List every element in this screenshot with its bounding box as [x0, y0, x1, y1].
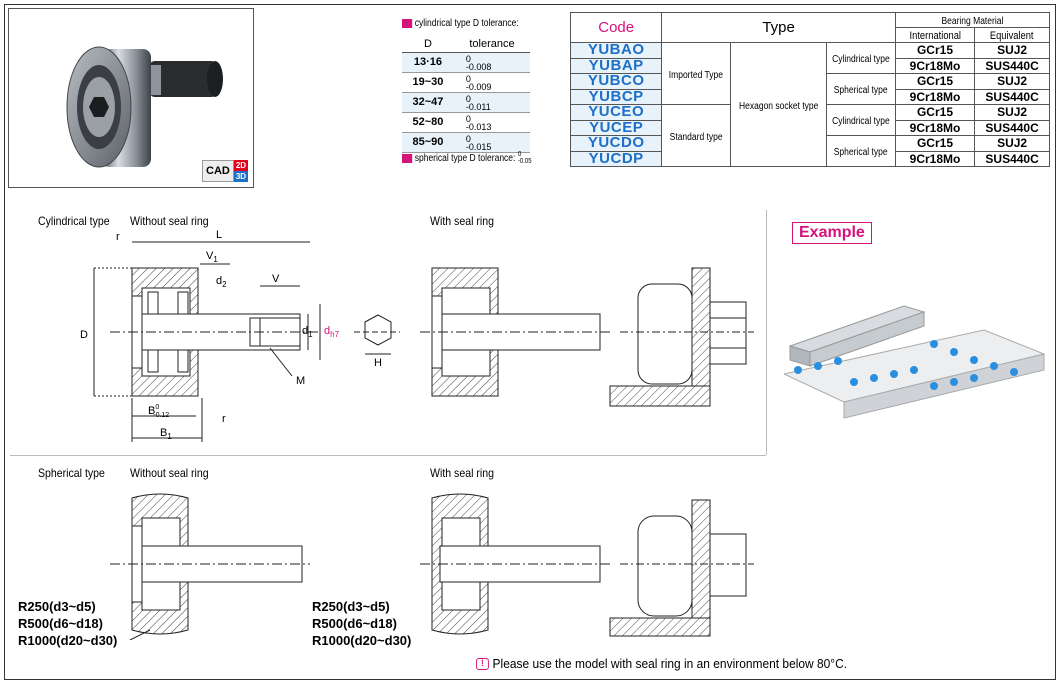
tol-d-cell: 52~80 [402, 112, 454, 133]
sph-with-seal-label: With seal ring [430, 466, 494, 480]
cyl-tolerance-title: cylindrical type D tolerance: [402, 18, 519, 29]
cam-follower-photo [66, 46, 223, 168]
cyl-with-seal-label: With seal ring [430, 214, 494, 228]
code-table: Code Type Bearing Material International… [569, 12, 1051, 167]
equiv-cell: SUS440C [974, 88, 1050, 105]
dim-dh7: dh7 [324, 325, 340, 339]
intl-cell: 9Cr18Mo [894, 88, 976, 105]
footer-note: ! Please use the model with seal ring in… [476, 656, 847, 671]
intl-cell: GCr15 [894, 73, 976, 90]
equiv-cell: SUS440C [974, 119, 1050, 136]
code-header: Code [569, 12, 663, 43]
tol-value-cell: 0-0.015 [453, 132, 530, 153]
hex-socket-label: Hexagon socket type [738, 100, 819, 112]
radius-notes-right: R250(d3~d5) R500(d6~d18) R1000(d20~d30) [312, 599, 412, 648]
sph-type-section-label: Spherical type [38, 466, 105, 480]
cyl-type-label: Cylindrical type [832, 116, 890, 127]
cyl-without-seal-label: Without seal ring [130, 214, 209, 228]
cad-badge[interactable]: CAD 2D 3D [202, 160, 249, 182]
dim-V1: V1 [206, 250, 218, 264]
dim-r-top: r [116, 231, 120, 243]
tol-value-cell: 0-0.011 [453, 92, 530, 113]
code-cell: YUBCP [569, 88, 663, 105]
dim-r-bottom: r [222, 413, 226, 425]
equiv-cell: SUJ2 [974, 73, 1050, 90]
page-frame [4, 4, 1056, 680]
code-cell: YUBAP [569, 57, 663, 74]
example-badge: Example [792, 222, 872, 244]
bullet-icon [402, 153, 413, 163]
dim-V: V [272, 273, 280, 285]
equiv-cell: SUJ2 [974, 135, 1050, 152]
warning-icon: ! [476, 657, 489, 670]
intl-cell: GCr15 [894, 135, 976, 152]
section-divider [766, 210, 767, 455]
intl-cell: 9Cr18Mo [894, 119, 976, 136]
cyl-type-label: Cylindrical type [832, 54, 890, 65]
cyl-without-seal-drawing: L V1 d2 V D r d1 dh7 M H r B0-0.12 B1 [80, 229, 400, 442]
tol-value-cell: 0-0.008 [453, 52, 530, 73]
code-cell: YUBCO [569, 73, 663, 90]
material-header: Bearing Material [941, 16, 1004, 27]
col-tolerance: tolerance [453, 36, 530, 53]
type-header: Type [661, 12, 896, 43]
section-divider [10, 455, 766, 456]
equiv-cell: SUS440C [974, 150, 1050, 167]
equiv-cell: SUS440C [974, 57, 1050, 74]
imported-type-label: Imported Type [669, 69, 724, 81]
dim-H: H [374, 357, 382, 369]
intl-header: International [909, 30, 961, 42]
cad-3d-label: 3D [233, 171, 249, 182]
equiv-cell: SUJ2 [974, 42, 1050, 59]
tol-d-cell: 32~47 [402, 92, 454, 113]
code-cell: YUCDO [569, 135, 663, 152]
intl-cell: 9Cr18Mo [894, 150, 976, 167]
bullet-icon [402, 19, 413, 28]
intl-cell: GCr15 [894, 104, 976, 121]
dim-B1: B1 [160, 427, 172, 441]
equiv-cell: SUJ2 [974, 104, 1050, 121]
equiv-header: Equivalent [990, 30, 1034, 42]
cyl-with-seal-drawing [420, 267, 754, 407]
standard-type-label: Standard type [669, 131, 723, 143]
sph-type-label: Spherical type [833, 85, 888, 96]
sph-without-seal-drawing [110, 493, 310, 640]
sph-tolerance-note: spherical type D tolerance: 0 -0.05 [402, 151, 532, 165]
dim-d1: d1 [302, 325, 313, 339]
tol-d-cell: 19~30 [402, 72, 454, 93]
sph-type-label: Spherical type [833, 147, 888, 158]
col-d: D [402, 36, 454, 53]
product-photo-box [8, 8, 254, 188]
tol-d-cell: 85~90 [402, 132, 454, 153]
dim-B: B0-0.12 [148, 404, 169, 419]
tol-d-cell: 13·16 [402, 52, 454, 73]
code-cell: YUCDP [569, 150, 663, 167]
sph-with-seal-drawing [420, 493, 754, 637]
intl-cell: 9Cr18Mo [894, 57, 976, 74]
radius-notes-left: R250(d3~d5) R500(d6~d18) R1000(d20~d30) [18, 599, 118, 648]
dim-L: L [216, 229, 222, 241]
sph-without-seal-label: Without seal ring [130, 466, 209, 480]
intl-cell: GCr15 [894, 42, 976, 59]
cad-2d-label: 2D [233, 160, 249, 171]
cad-label: CAD [202, 160, 234, 182]
dim-d2: d2 [216, 275, 227, 289]
example-illustration [784, 305, 1046, 419]
tol-value-cell: 0-0.013 [453, 112, 530, 133]
dim-D: D [80, 329, 88, 341]
tol-value-cell: 0-0.009 [453, 72, 530, 93]
cyl-type-section-label: Cylindrical type [38, 214, 110, 228]
dim-M: M [296, 375, 305, 387]
code-cell: YUBAO [569, 42, 663, 59]
code-cell: YUCEP [569, 119, 663, 136]
code-cell: YUCEO [569, 104, 663, 121]
